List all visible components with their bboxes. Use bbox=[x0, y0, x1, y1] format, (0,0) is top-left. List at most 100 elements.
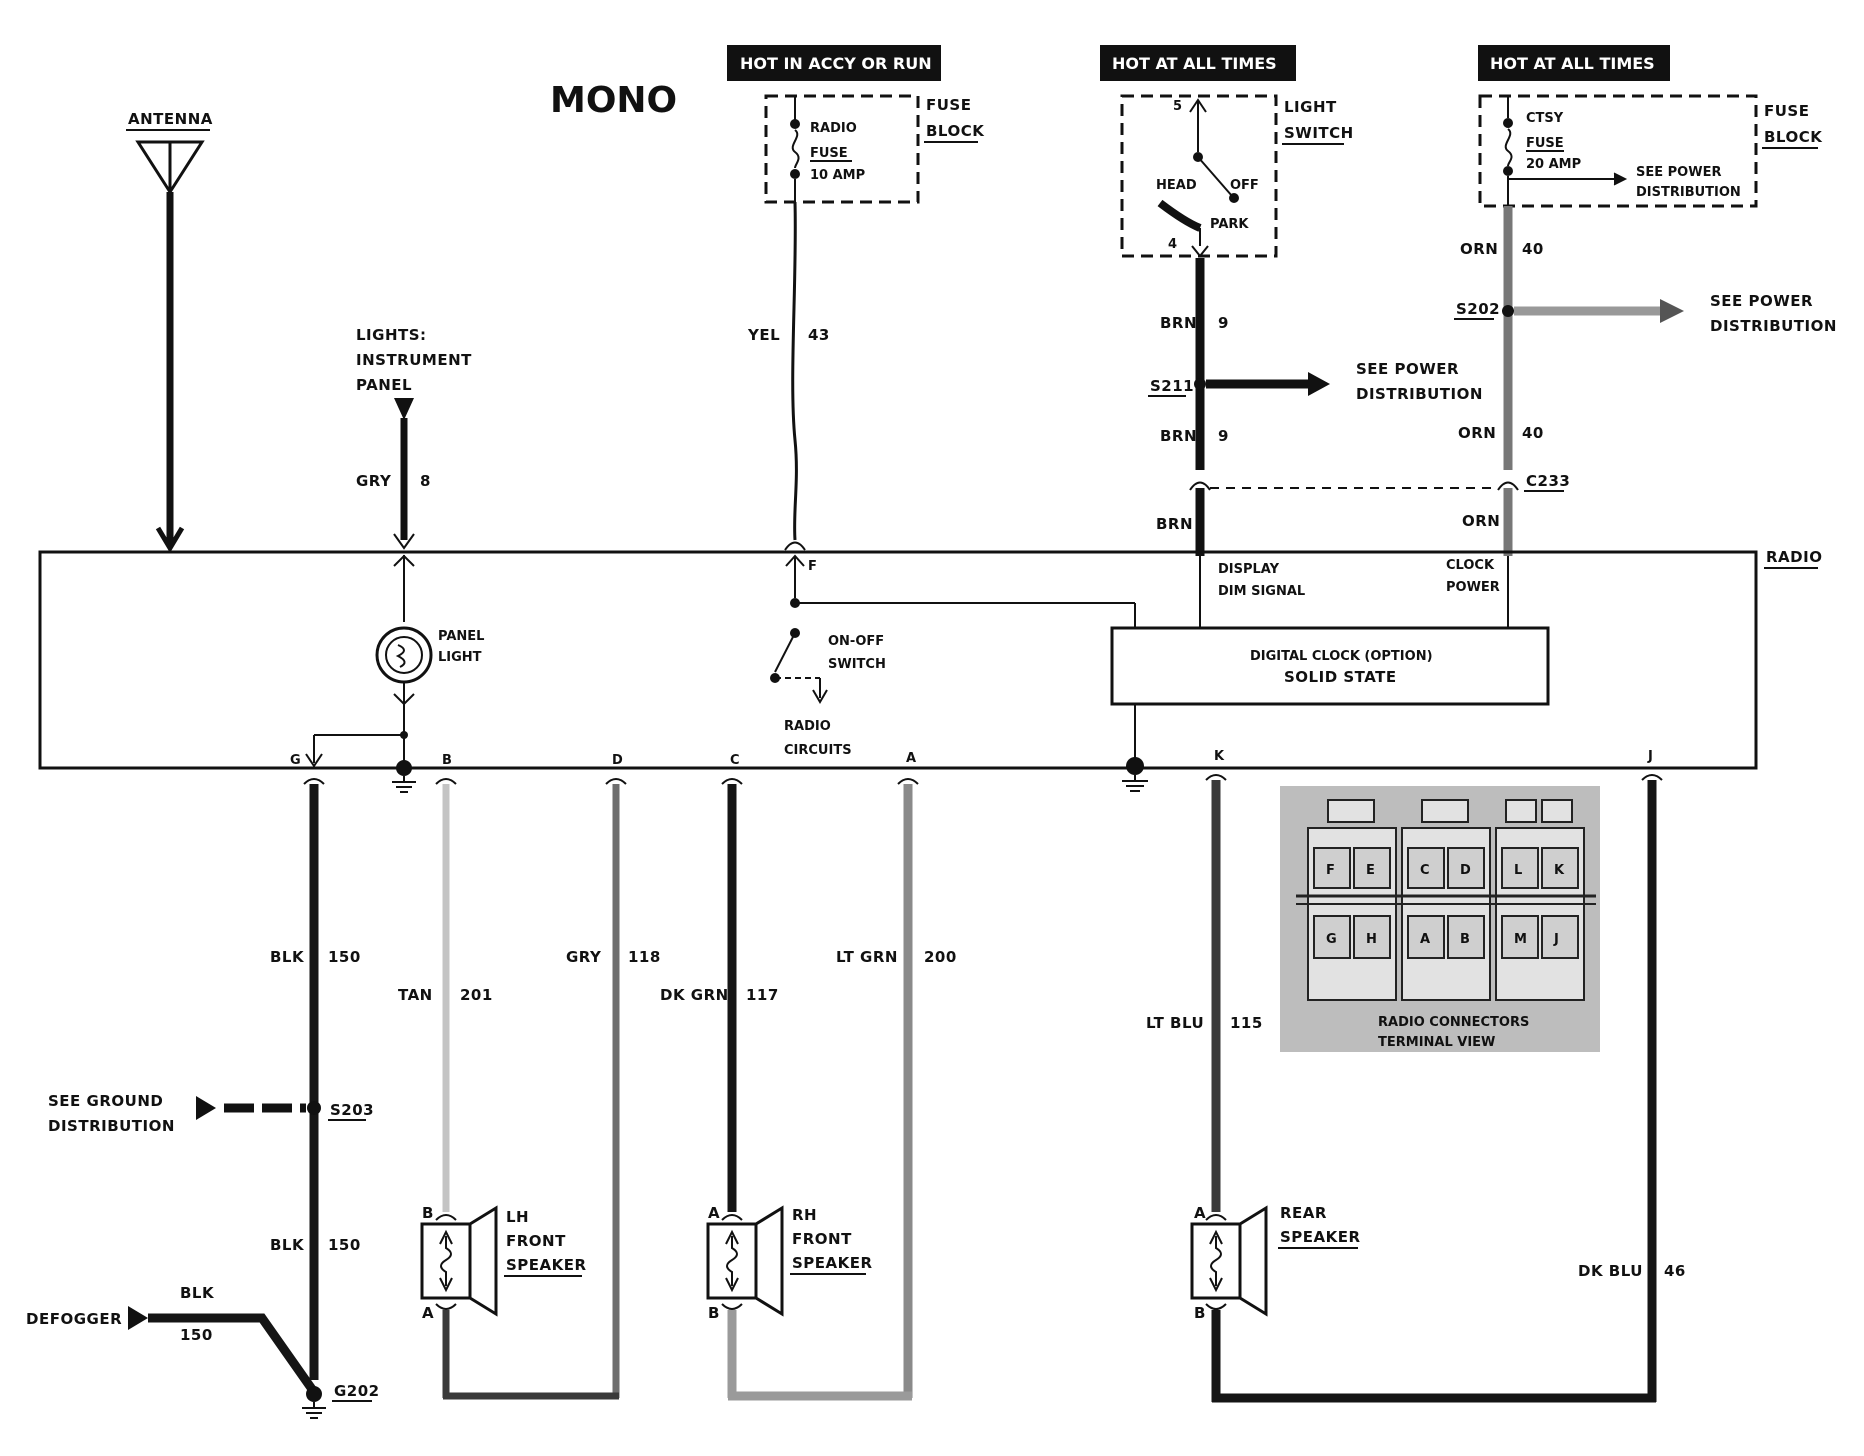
radio-fuse-rating: 10 AMP bbox=[810, 168, 865, 183]
radio-circuits-1: RADIO bbox=[784, 719, 831, 734]
conn-pin-d: D bbox=[1460, 863, 1471, 878]
rear-speaker-2: SPEAKER bbox=[1280, 1228, 1361, 1246]
s203-see-ground-2: DISTRIBUTION bbox=[48, 1117, 175, 1135]
wire-blk-150: BLK 150 S203 SEE GROUND DISTRIBUTION BLK… bbox=[26, 778, 380, 1419]
wire-gry-118-num: 118 bbox=[628, 948, 661, 966]
switch-label-2: SWITCH bbox=[828, 657, 886, 672]
radio-label: RADIO bbox=[1766, 548, 1822, 566]
radio-pin-d: D bbox=[612, 753, 623, 768]
radio-fuse-name-1: RADIO bbox=[810, 121, 857, 136]
conn-pin-m: M bbox=[1514, 932, 1527, 947]
diagram-title: MONO bbox=[550, 80, 677, 121]
conn-pin-h: H bbox=[1366, 932, 1377, 947]
wire-gry-118-color: GRY bbox=[566, 948, 602, 966]
s211-see-power-2: DISTRIBUTION bbox=[1356, 385, 1483, 403]
wire-orn-1-color: ORN bbox=[1460, 240, 1498, 258]
wire-blk-1-num: 150 bbox=[328, 948, 361, 966]
wire-dkgrn-num: 117 bbox=[746, 986, 779, 1004]
radio-fuse-block: RADIO FUSE 10 AMP FUSE BLOCK bbox=[764, 94, 985, 204]
light-switch-label-1: LIGHT bbox=[1284, 98, 1337, 116]
conn-pin-a: A bbox=[1420, 932, 1430, 947]
splice-s211: S211 bbox=[1150, 377, 1194, 395]
wire-ltgrn-color: LT GRN bbox=[836, 948, 898, 966]
light-switch-off: OFF bbox=[1230, 178, 1259, 193]
header-hot1-text: HOT AT ALL TIMES bbox=[1112, 54, 1277, 73]
wire-dkblu-num: 46 bbox=[1664, 1262, 1686, 1280]
wire-brn-3-color: BRN bbox=[1156, 515, 1193, 533]
lights-ref-1: LIGHTS: bbox=[356, 326, 427, 344]
lights-ref-2: INSTRUMENT bbox=[356, 351, 472, 369]
antenna-label: ANTENNA bbox=[128, 110, 213, 128]
lh-pin-b: B bbox=[422, 1204, 434, 1222]
radio-pin-b: B bbox=[442, 753, 452, 768]
connector-caption-2: TERMINAL VIEW bbox=[1378, 1035, 1495, 1050]
wire-orn-40: ORN 40 S202 SEE POWER DISTRIBUTION ORN 4… bbox=[1210, 206, 1837, 556]
rh-pin-b: B bbox=[708, 1304, 720, 1322]
splice-s202: S202 bbox=[1456, 300, 1500, 318]
wire-blk-3-num: 150 bbox=[180, 1326, 213, 1344]
radio-pin-g: G bbox=[290, 753, 301, 768]
radio-unit: RADIO PANEL LIGHT F ON-OFF SWITCH RADIO … bbox=[38, 548, 1822, 770]
conn-pin-j: J bbox=[1553, 932, 1559, 947]
radio-pin-c: C bbox=[730, 753, 740, 768]
lh-pin-a: A bbox=[422, 1304, 434, 1322]
wire-orn-3-color: ORN bbox=[1462, 512, 1500, 530]
ctsy-see-power-2: DISTRIBUTION bbox=[1636, 185, 1741, 200]
wire-tan-201: TAN 201 bbox=[398, 778, 492, 1212]
radio-connector-terminal-view: F E C D L K G H A B M J RADIO CONNECTORS… bbox=[1280, 786, 1600, 1052]
radio-pin-k: K bbox=[1214, 749, 1225, 764]
wire-ltblu-color: LT BLU bbox=[1146, 1014, 1204, 1032]
header-accy-text: HOT IN ACCY OR RUN bbox=[740, 54, 932, 73]
fuse-block-label-1: FUSE bbox=[926, 96, 971, 114]
light-switch-park: PARK bbox=[1210, 217, 1249, 232]
lights-ref-3: PANEL bbox=[356, 376, 412, 394]
radio-pin-a: A bbox=[906, 751, 916, 766]
conn-pin-f: F bbox=[1326, 863, 1335, 878]
wire-gry-8-color: GRY bbox=[356, 472, 392, 490]
wire-brn-2-num: 9 bbox=[1218, 427, 1229, 445]
ctsy-fuse-block-label-1: FUSE bbox=[1764, 102, 1809, 120]
wire-brn-1-num: 9 bbox=[1218, 314, 1229, 332]
conn-pin-g: G bbox=[1326, 932, 1337, 947]
lh-speaker-1: LH bbox=[506, 1208, 529, 1226]
wire-blk-2-num: 150 bbox=[328, 1236, 361, 1254]
conn-pin-l: L bbox=[1514, 863, 1522, 878]
ctsy-fuse-rating: 20 AMP bbox=[1526, 157, 1581, 172]
wire-dk-blu-46: DK BLU 46 bbox=[1211, 774, 1686, 1403]
s203-see-ground-1: SEE GROUND bbox=[48, 1092, 163, 1110]
wire-lt-grn-200: LT GRN 200 bbox=[727, 778, 956, 1401]
display-dim-1: DISPLAY bbox=[1218, 562, 1280, 577]
conn-pin-k: K bbox=[1554, 863, 1565, 878]
rear-speaker: A B REAR SPEAKER bbox=[1190, 1204, 1361, 1322]
wire-tan-color: TAN bbox=[398, 986, 433, 1004]
header-hot-at-all-times-1: HOT AT ALL TIMES bbox=[1100, 45, 1296, 81]
wire-gry-118: GRY 118 bbox=[442, 778, 661, 1400]
clock-power-1: CLOCK bbox=[1446, 558, 1495, 573]
header-hot-at-all-times-2: HOT AT ALL TIMES bbox=[1478, 45, 1670, 81]
wire-orn-2-num: 40 bbox=[1522, 424, 1544, 442]
s202-see-power-1: SEE POWER bbox=[1710, 292, 1813, 310]
rear-pin-a: A bbox=[1194, 1204, 1206, 1222]
light-switch-label-2: SWITCH bbox=[1284, 124, 1354, 142]
s202-see-power-2: DISTRIBUTION bbox=[1710, 317, 1837, 335]
lh-front-speaker: B A LH FRONT SPEAKER bbox=[420, 1204, 587, 1322]
wire-dk-grn-117: DK GRN 117 bbox=[660, 778, 779, 1212]
defogger-label: DEFOGGER bbox=[26, 1310, 122, 1328]
clock-box-label-1: DIGITAL CLOCK (OPTION) bbox=[1250, 649, 1433, 664]
wire-blk-1-color: BLK bbox=[270, 948, 305, 966]
wire-yel-num: 43 bbox=[808, 326, 830, 344]
ground-g202: G202 bbox=[334, 1382, 380, 1400]
panel-light-label-2: LIGHT bbox=[438, 650, 482, 665]
switch-label-1: ON-OFF bbox=[828, 634, 884, 649]
header-hot2-text: HOT AT ALL TIMES bbox=[1490, 54, 1655, 73]
light-switch: 5 4 HEAD OFF PARK LIGHT SWITCH bbox=[1120, 94, 1354, 258]
radio-circuits-2: CIRCUITS bbox=[784, 743, 852, 758]
lh-speaker-3: SPEAKER bbox=[506, 1256, 587, 1274]
s211-see-power-1: SEE POWER bbox=[1356, 360, 1459, 378]
splice-s203: S203 bbox=[330, 1101, 374, 1119]
radio-pin-j: J bbox=[1647, 749, 1653, 764]
rh-speaker-2: FRONT bbox=[792, 1230, 852, 1248]
ctsy-see-power-1: SEE POWER bbox=[1636, 165, 1721, 180]
rh-pin-a: A bbox=[708, 1204, 720, 1222]
wire-brn-1-color: BRN bbox=[1160, 314, 1197, 332]
